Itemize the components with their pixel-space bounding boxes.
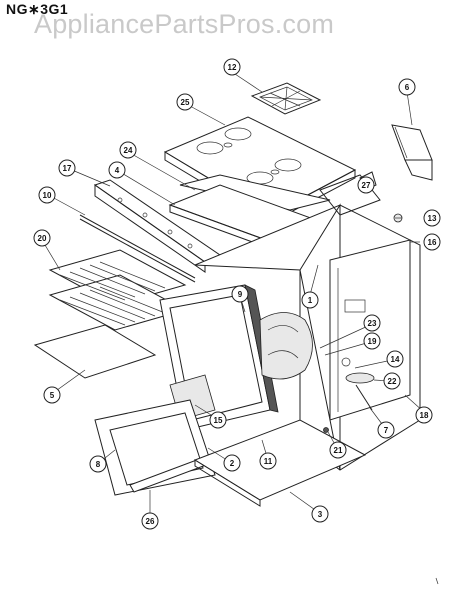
svg-text:9: 9 (238, 290, 243, 299)
callout-24: 24 (119, 141, 137, 159)
svg-text:1: 1 (308, 296, 313, 305)
callout-26: 26 (141, 512, 159, 530)
callout-12: 12 (223, 58, 241, 76)
callout-16: 16 (423, 233, 441, 251)
callout-1: 1 (301, 291, 319, 309)
callout-10: 10 (38, 186, 56, 204)
range-base (193, 419, 367, 507)
svg-text:17: 17 (63, 164, 72, 173)
svg-text:12: 12 (228, 63, 237, 72)
svg-text:10: 10 (43, 191, 52, 200)
svg-text:11: 11 (264, 457, 273, 466)
svg-text:6: 6 (405, 83, 410, 92)
callout-25-top: 25 (176, 93, 194, 111)
callout-4: 4 (108, 161, 126, 179)
svg-text:16: 16 (428, 238, 437, 247)
svg-text:24: 24 (124, 146, 133, 155)
control-valves (341, 357, 375, 411)
callout-18: 18 (415, 406, 433, 424)
callout-15: 15 (209, 411, 227, 429)
svg-text:27: 27 (362, 181, 371, 190)
callout-23: 23 (363, 314, 381, 332)
callout-17: 17 (58, 159, 76, 177)
svg-text:20: 20 (38, 234, 47, 243)
callout-8: 8 (89, 455, 107, 473)
callout-9: 9 (231, 285, 249, 303)
gas-manifold (79, 214, 196, 283)
rear-vent-bracket (391, 124, 433, 181)
svg-text:7: 7 (384, 426, 389, 435)
svg-text:22: 22 (388, 377, 397, 386)
burner-grate (250, 82, 322, 115)
callout-20: 20 (33, 229, 51, 247)
callout-19-upper: 19 (363, 332, 381, 350)
svg-text:5: 5 (50, 391, 55, 400)
model-code-title: NG∗3G1 (6, 1, 69, 17)
callout-6: 6 (398, 78, 416, 96)
oven-insulation (259, 312, 313, 380)
svg-text:26: 26 (146, 517, 155, 526)
oven-bottom (33, 324, 157, 379)
corner-mark (435, 577, 439, 585)
callout-14: 14 (386, 350, 404, 368)
svg-text:23: 23 (368, 319, 377, 328)
callout-13: 13 (423, 209, 441, 227)
svg-text:14: 14 (391, 355, 400, 364)
watermark-text: AppliancePartsPros.com (34, 9, 335, 39)
svg-text:4: 4 (115, 166, 120, 175)
callout-7: 7 (377, 421, 395, 439)
callout-22: 22 (383, 372, 401, 390)
svg-text:2: 2 (230, 459, 235, 468)
callout-27: 27 (357, 176, 375, 194)
svg-text:19: 19 (368, 337, 377, 346)
callout-2: 2 (223, 454, 241, 472)
callout-11: 11 (259, 452, 277, 470)
svg-text:13: 13 (428, 214, 437, 223)
svg-text:18: 18 (420, 411, 429, 420)
callout-21: 21 (329, 441, 347, 459)
callout-3: 3 (311, 505, 329, 523)
svg-text:3: 3 (318, 510, 323, 519)
callout-5: 5 (43, 386, 61, 404)
svg-text:21: 21 (334, 446, 343, 455)
svg-text:8: 8 (96, 460, 101, 469)
svg-text:25: 25 (181, 98, 190, 107)
svg-text:15: 15 (214, 416, 223, 425)
